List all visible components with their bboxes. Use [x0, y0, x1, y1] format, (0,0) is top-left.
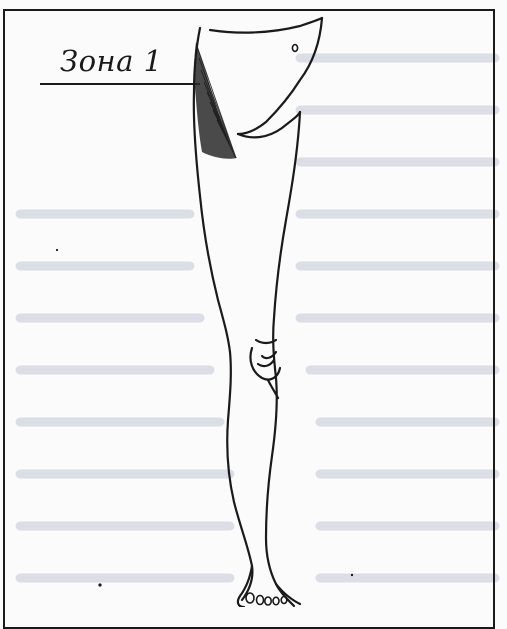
figure-frame — [3, 9, 495, 629]
figure-page: Зона 1 — [0, 0, 507, 607]
zone-label: Зона 1 — [60, 44, 163, 78]
